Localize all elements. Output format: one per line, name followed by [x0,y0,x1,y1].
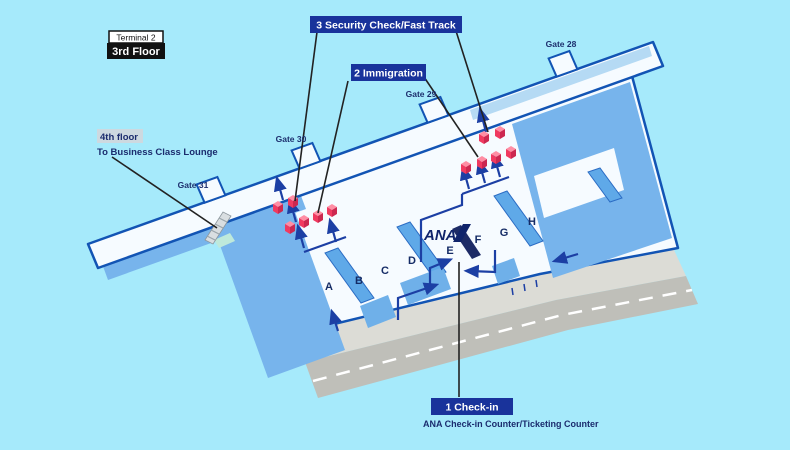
checkin-callout-box [431,398,513,415]
direction-arrow [294,223,308,249]
counter-letter-a: A [325,281,333,293]
direction-arrow [551,251,579,264]
gate-31-label: Gate 31 [178,180,209,190]
counter-letter-c: C [381,265,389,277]
ana-logo-text: ANA [423,227,457,244]
counter-letter-b: B [355,275,363,287]
gate-pier-30 [290,141,322,170]
checkin-callout: 1 Check-in ANA Check-in Counter/Ticketin… [423,398,599,429]
callout-pointer-lines [111,30,489,397]
direction-arrow [463,250,497,278]
immigration-callout: 2 Immigration [351,64,426,81]
direction-arrow [326,217,340,243]
counter-letter-d: D [408,255,416,267]
direction-arrow [396,282,440,320]
queue-path [303,235,347,254]
counter-patch-3 [492,258,520,284]
concourse-inner-band [470,46,652,120]
queue-path [419,194,464,262]
east-wing-notch [534,148,624,218]
lounge-text: To Business Class Lounge [97,147,218,158]
access-road [293,250,698,398]
counter-letter-h: H [528,216,536,228]
counter-letter-g: G [500,227,509,239]
counter-letter-e: E [446,245,453,257]
direction-arrow [329,308,342,332]
road-centerline [312,288,693,383]
lounge-floor-highlight [97,129,143,143]
direction-arrow [273,175,287,201]
map-header: Terminal 2 3rd Floor [107,30,165,59]
counter-letter-f: F [475,234,482,246]
ana-logo-slash-icon [453,224,471,242]
security-callout-label: 3 Security Check/Fast Track [316,20,456,32]
immigration-pointer-right [423,76,479,158]
floor-badge [107,43,165,59]
gate-28-label: Gate 28 [546,39,577,49]
lounge-floor-label: 4th floor [100,132,138,143]
immigration-callout-box [351,64,426,81]
gate-30-label: Gate 30 [276,134,307,144]
direction-arrow [428,258,454,286]
gate-pier-31 [195,175,227,204]
checkin-caption: ANA Check-in Counter/Ticketing Counter [423,419,599,429]
queue-path [461,175,510,196]
security-pointer-left [294,31,318,202]
security-callout-box [310,16,462,33]
gate-29-label: Gate 29 [406,89,437,99]
security-callout: 3 Security Check/Fast Track [310,16,462,33]
checkin-callout-label: 1 Check-in [445,402,498,414]
ana-logo: ANA [423,224,471,244]
checkin-island-gh [493,190,544,247]
direction-arrow [459,164,473,190]
lounge-callout: 4th floor To Business Class Lounge [97,129,218,158]
immigration-pointer-left [317,80,349,214]
lounge-pointer [111,156,218,229]
escalator-icon [204,211,235,248]
terminal-badge-label: Terminal 2 [116,33,155,43]
gate-pier-28 [547,49,579,78]
direction-arrow [476,106,490,133]
floor-badge-label: 3rd Floor [112,46,160,58]
sidewalk [293,250,686,362]
west-wing-block [213,198,345,378]
passenger-flow-arrows [273,106,579,332]
checkin-island-east [587,167,623,203]
queue-tick-marks [511,279,538,296]
checkin-island-ab [324,247,375,304]
counter-patch-1 [360,295,396,328]
security-pointer-right [455,30,489,133]
immigration-callout-label: 2 Immigration [354,68,423,80]
